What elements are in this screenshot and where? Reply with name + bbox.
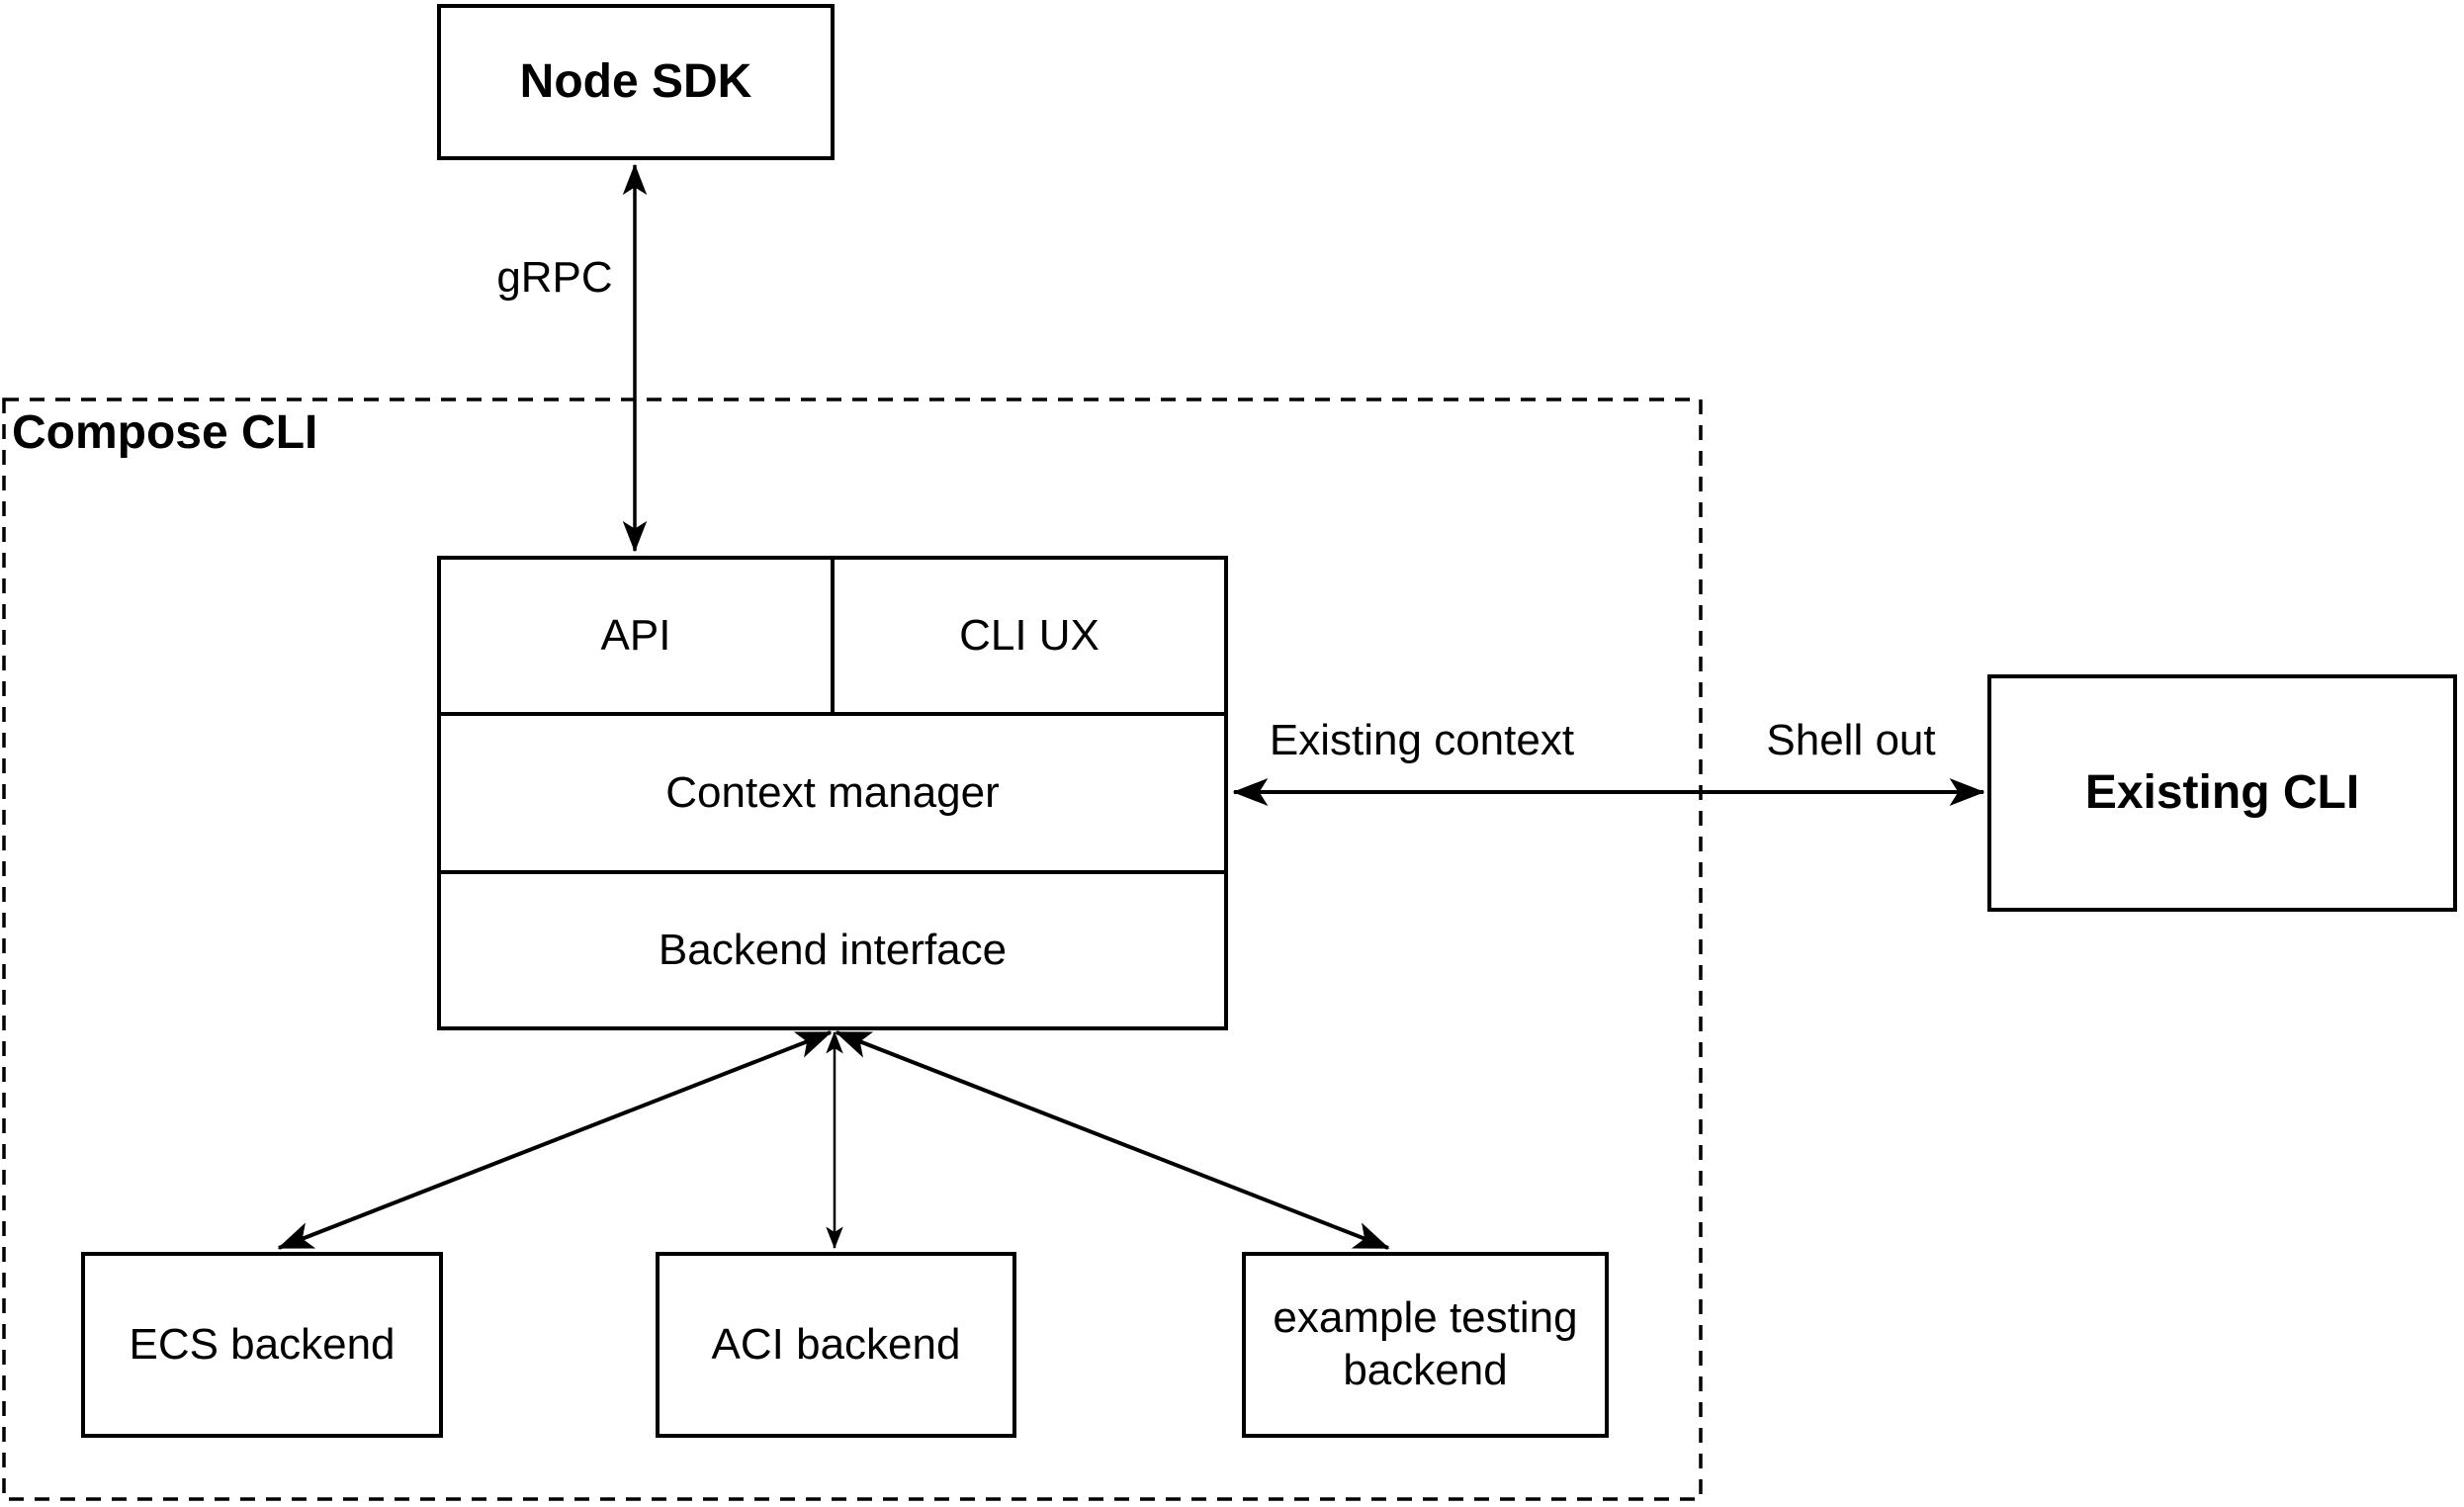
compose-cli-core-box: API CLI UX Context manager Backend inter…: [437, 556, 1228, 1030]
backend-interface-label: Backend interface: [658, 925, 1008, 974]
node-sdk-box: Node SDK: [437, 4, 835, 160]
backend-interface-cell: Backend interface: [441, 874, 1224, 1026]
example-testing-backend-label: example testing backend: [1273, 1293, 1578, 1394]
api-label: API: [600, 610, 671, 660]
aci-backend-label: ACI backend: [711, 1319, 961, 1369]
grpc-edge-label: gRPC: [496, 253, 613, 302]
example-testing-backend-box: example testing backend: [1242, 1252, 1609, 1438]
cli-ux-label: CLI UX: [959, 610, 1100, 660]
cli-ux-cell: CLI UX: [835, 560, 1224, 712]
node-sdk-label: Node SDK: [519, 55, 752, 109]
core-top-row: API CLI UX: [441, 560, 1224, 716]
aci-backend-box: ACI backend: [656, 1252, 1016, 1438]
shell-out-edge-label: Shell out: [1766, 716, 1936, 764]
ecs-backend-box: ECS backend: [81, 1252, 443, 1438]
context-manager-cell: Context manager: [441, 716, 1224, 874]
backend-example-connector: [835, 1030, 1390, 1250]
api-cell: API: [441, 560, 835, 712]
existing-cli-label: Existing CLI: [2084, 766, 2360, 820]
compose-cli-group-label: Compose CLI: [12, 406, 318, 459]
existing-context-edge-label: Existing context: [1269, 716, 1575, 764]
backend-ecs-connector: [277, 1030, 833, 1250]
existing-cli-box: Existing CLI: [1987, 674, 2457, 912]
ecs-backend-label: ECS backend: [129, 1319, 396, 1369]
context-manager-label: Context manager: [665, 767, 1000, 817]
